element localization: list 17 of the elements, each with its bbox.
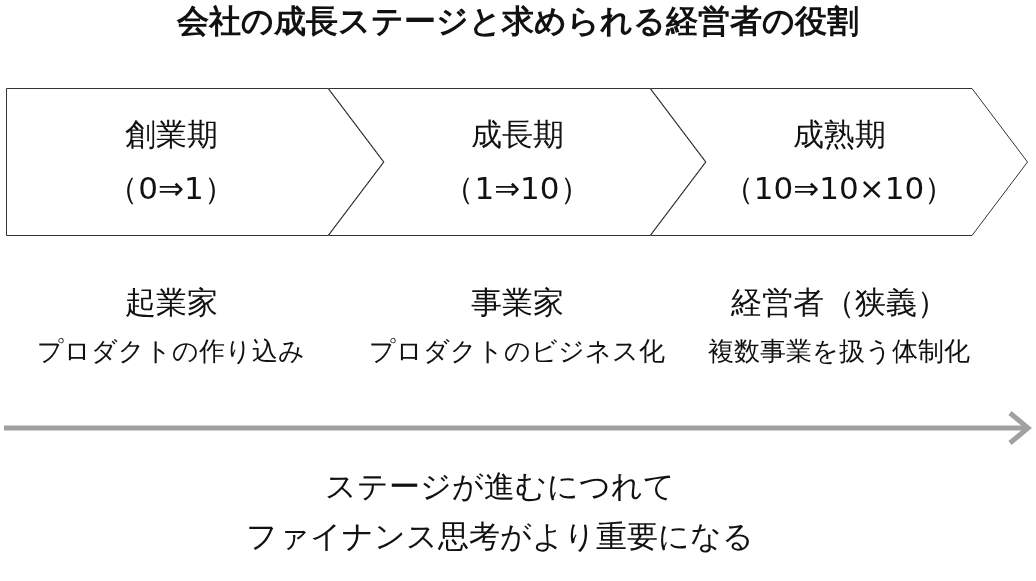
chevron-step (328, 88, 706, 236)
stage-range: （1⇒10） (442, 170, 592, 208)
role-title: 経営者（狭義） (729, 284, 949, 322)
stage-name: 創業期 (123, 116, 219, 154)
stage-name: 成熟期 (791, 116, 887, 154)
note-text: ステージが進むにつれてファイナンス思考がより重要になる (245, 467, 755, 556)
role-title: 事業家 (469, 284, 565, 322)
role-title: 起業家 (123, 284, 219, 322)
role-description: プロダクトの作り込み (36, 336, 306, 368)
stage-name: 成長期 (469, 116, 565, 154)
role-description: プロダクトのビジネス化 (368, 336, 666, 368)
chevron-step (6, 88, 384, 236)
stage-range: （0⇒1） (106, 170, 236, 208)
stage-range: （10⇒10×10） (721, 170, 957, 208)
role-description: 複数事業を扱う体制化 (707, 336, 971, 368)
chevron-step (650, 88, 1028, 236)
diagram-title: 会社の成長ステージと求められる経営者の役割 (176, 2, 860, 41)
